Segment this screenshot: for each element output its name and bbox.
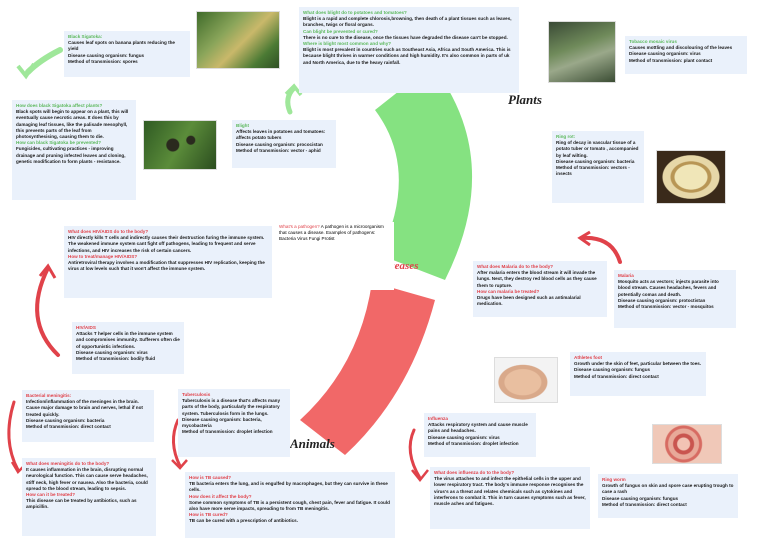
answer-text: HIV directly kills T cells and indirectl…: [68, 235, 265, 253]
arrow-icon: [38, 263, 57, 279]
question-heading: How can malaria be treated?: [477, 288, 540, 294]
athletes-foot-title: Athletes foot: [574, 355, 603, 360]
answer-text: Blight is most prevalent in countries su…: [303, 47, 511, 65]
question-heading: How is TB cured?: [189, 512, 228, 518]
black-sigatoka-text: Causes leaf spots on banana plants reduc…: [68, 40, 175, 64]
blight-text: Affects leaves in potatoes and tomatoes:…: [236, 129, 326, 153]
answer-text: Blight is a rapid and complete chlorosis…: [303, 16, 512, 28]
tb-questions-box: How is TB caused? TB bacteria enters the…: [185, 472, 395, 538]
banana-leaf-image: [196, 11, 280, 69]
arrow-icon: [408, 428, 422, 480]
meningitis-questions-box: What does meningitis do to the body? It …: [22, 458, 156, 536]
tobacco-leaf-image: [548, 21, 616, 83]
tobacco-title: Tobacco mosaic virus: [629, 39, 677, 44]
blight-title: Blight: [236, 123, 250, 128]
question-heading: How can it be treated?: [26, 492, 76, 498]
answer-text: TB can be cured with a prescription of a…: [189, 518, 298, 524]
black-sigatoka-questions-box: How does black Sigatoka affect plants? B…: [12, 100, 136, 200]
arrow-icon: [7, 400, 20, 472]
influenza-box: Influenza Attacks respiratory system and…: [424, 413, 536, 457]
question-heading: How to treat/manage HIV/AIDS?: [68, 253, 138, 259]
tobacco-text: Causes mottling and discolouring of the …: [629, 45, 733, 63]
tb-title: Tuberculosis: [182, 392, 211, 397]
influenza-text: Attacks respiratory system and cause mus…: [428, 422, 528, 446]
question-heading: How is TB caused?: [189, 475, 232, 480]
question-heading: Where is blight most common and why?: [303, 41, 392, 47]
question-heading: What does blight do to potatoes and toma…: [303, 10, 407, 15]
tuberculosis-box: Tuberculosis Tuberculosis is a disease t…: [178, 389, 290, 457]
arrow-icon: [577, 230, 591, 247]
ringworm-image: [652, 424, 722, 464]
arrow-icon: [580, 235, 622, 264]
tb-text: Tuberculosis is a disease that's affects…: [182, 398, 281, 435]
ringworm-box: Ring worm Growth of fungus on skin and s…: [598, 474, 738, 518]
question-heading: What does Malaria do to the body?: [477, 264, 554, 269]
arrow-icon: [284, 83, 303, 97]
malaria-box: Malaria Mosquito acts as vectors; inject…: [614, 270, 736, 328]
branch-label-plants: Plants: [508, 92, 542, 107]
answer-text: Antiretroviral therapy involves a modifi…: [68, 260, 265, 272]
answer-text: After malaria enters the blood stream it…: [477, 270, 597, 288]
answer-text: Black spots will begin to appear on a pl…: [16, 109, 129, 140]
athletes-foot-image: [494, 357, 558, 403]
pathogen-heading: What's a pathogen?: [279, 224, 320, 229]
ring-rot-title: Ring rot:: [556, 134, 576, 139]
pathogen-text: A pathogen is a microorganism that cause…: [279, 224, 384, 242]
hiv-text: Attacks T helper cells in the immune sys…: [76, 331, 180, 362]
malaria-questions-box: What does Malaria do to the body? After …: [473, 261, 607, 317]
blight-questions-box: What does blight do to potatoes and toma…: [299, 7, 519, 93]
answer-text: Some common symptoms of TB is a persiste…: [189, 499, 390, 512]
ring-rot-text: Ring of decay in vascular tissue of a po…: [556, 140, 639, 177]
question-heading: What does influenza do to the body?: [434, 470, 515, 475]
potato-ring-rot-image: [656, 150, 726, 204]
pathogen-box: What's a pathogen? A pathogen is a micro…: [276, 222, 394, 290]
answer-text: There is no cure to the disease, once th…: [303, 34, 508, 40]
question-heading: How can black Sigatoka be prevented?: [16, 140, 102, 146]
malaria-text: Mosquito acts as vectors; injects parasi…: [618, 279, 719, 310]
arrow-icon: [16, 62, 36, 80]
answer-text: The virus attaches to and infect the epi…: [434, 476, 586, 507]
meningitis-box: Bacterial meningitis: Infection/inflamma…: [22, 390, 154, 442]
plants-sector: [375, 65, 473, 280]
arrow-icon: [172, 418, 182, 468]
athletes-foot-text: Growth under the skin of feet, particula…: [574, 361, 702, 379]
black-sigatoka-title: Black Sigatoka:: [68, 34, 103, 39]
meningitis-text: Infection/inflammation of the meninges i…: [26, 399, 143, 430]
black-spot-leaf-image: [143, 120, 217, 170]
animals-sector: [300, 282, 435, 455]
arrow-icon: [35, 266, 60, 357]
hiv-questions-box: What does HIV/AIDS do to the body? HIV d…: [64, 226, 272, 298]
athletes-foot-box: Athletes foot Growth under the skin of f…: [570, 352, 706, 396]
arrow-icon: [411, 469, 429, 483]
influenza-title: Influenza: [428, 416, 448, 421]
ringworm-title: Ring worm: [602, 477, 626, 482]
answer-text: TB bacteria enters the lung, and is engu…: [189, 481, 388, 493]
tobacco-mosaic-box: Tobacco mosaic virus Causes mottling and…: [625, 36, 747, 74]
answer-text: It causes inflammation in the brain, dis…: [26, 467, 148, 491]
question-heading: How does it affect the body?: [189, 493, 252, 499]
question-heading: Can blight be prevented or cured?: [303, 28, 378, 34]
question-heading: How does black Sigatoka affect plants?: [16, 103, 103, 108]
hiv-box: HIV/AIDS Attacks T helper cells in the i…: [72, 322, 184, 374]
malaria-title: Malaria: [618, 273, 634, 278]
arrow-icon: [171, 459, 188, 470]
black-sigatoka-box: Black Sigatoka: Causes leaf spots on ban…: [64, 31, 190, 77]
answer-text: Drugs have been designed such as antimal…: [477, 295, 581, 307]
influenza-questions-box: What does influenza do to the body? The …: [430, 467, 590, 529]
ring-rot-box: Ring rot: Ring of decay in vascular tiss…: [552, 131, 644, 203]
hiv-title: HIV/AIDS: [76, 325, 96, 330]
meningitis-title: Bacterial meningitis:: [26, 393, 72, 398]
ringworm-text: Growth of fungus on skin and spore case …: [602, 483, 734, 507]
question-heading: What does HIV/AIDS do to the body?: [68, 229, 149, 234]
answer-text: This disease can be treated by antibioti…: [26, 498, 137, 510]
question-heading: What does meningitis do to the body?: [26, 461, 110, 466]
blight-box: Blight Affects leaves in potatoes and to…: [232, 120, 336, 168]
branch-label-animals: Animals: [290, 436, 335, 451]
answer-text: Fungicides, cultivating practices - impr…: [16, 146, 126, 164]
